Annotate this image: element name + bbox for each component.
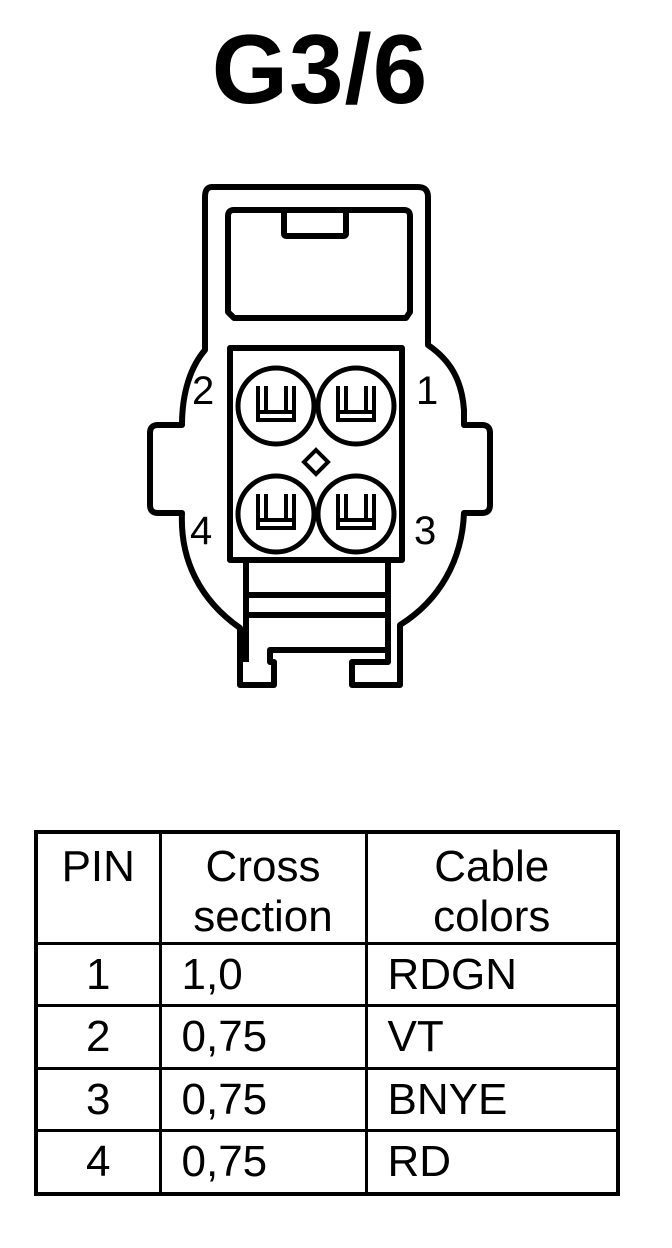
connector-drawing: 2 1 4 3 <box>147 184 493 688</box>
connector-title: G3/6 <box>211 14 429 124</box>
cell-cross-section: 0,75 <box>158 1066 368 1133</box>
cell-cable-color: RD <box>364 1129 620 1196</box>
pin-label-3: 3 <box>414 509 436 553</box>
cell-cross-section: 0,75 <box>158 1129 368 1196</box>
pin-2-contact-icon <box>256 386 296 422</box>
cell-cable-color: VT <box>364 1004 620 1070</box>
cell-cable-color: BNYE <box>364 1066 620 1133</box>
pin-label-1: 1 <box>416 369 438 413</box>
table-row: 1 1,0 RDGN <box>34 941 620 1008</box>
table-row: 3 0,75 BNYE <box>34 1066 620 1133</box>
header-pin: PIN <box>34 830 162 945</box>
table-row: 2 0,75 VT <box>34 1004 620 1070</box>
cell-pin: 2 <box>34 1004 162 1070</box>
header-cross-section: Cross section <box>158 830 368 945</box>
pin-1-contact-icon <box>336 386 376 422</box>
terminal-cavity-block <box>227 345 405 563</box>
table-header-row: PIN Cross section Cable colors <box>34 830 620 945</box>
pin-2-terminal <box>235 365 317 447</box>
connector-housing-outline <box>147 184 493 688</box>
pin-3-terminal <box>315 473 397 555</box>
cell-cable-color: RDGN <box>364 941 620 1008</box>
key-diamond-icon <box>301 447 331 477</box>
pin-4-contact-icon <box>256 494 296 530</box>
table-row: 4 0,75 RD <box>34 1129 620 1196</box>
cell-pin: 1 <box>34 941 162 1008</box>
header-cable-colors: Cable colors <box>364 830 620 945</box>
pin-assignment-table: PIN Cross section Cable colors 1 1,0 RDG… <box>34 830 620 1196</box>
cell-cross-section: 0,75 <box>158 1004 368 1070</box>
cell-pin: 3 <box>34 1066 162 1133</box>
cell-cross-section: 1,0 <box>158 941 368 1008</box>
latch-tab <box>281 207 349 239</box>
latch-window <box>225 207 413 321</box>
pin-1-terminal <box>315 365 397 447</box>
pin-3-contact-icon <box>336 494 376 530</box>
pin-4-terminal <box>235 473 317 555</box>
pin-label-2: 2 <box>192 369 214 413</box>
cell-pin: 4 <box>34 1129 162 1196</box>
pin-label-4: 4 <box>190 509 212 553</box>
